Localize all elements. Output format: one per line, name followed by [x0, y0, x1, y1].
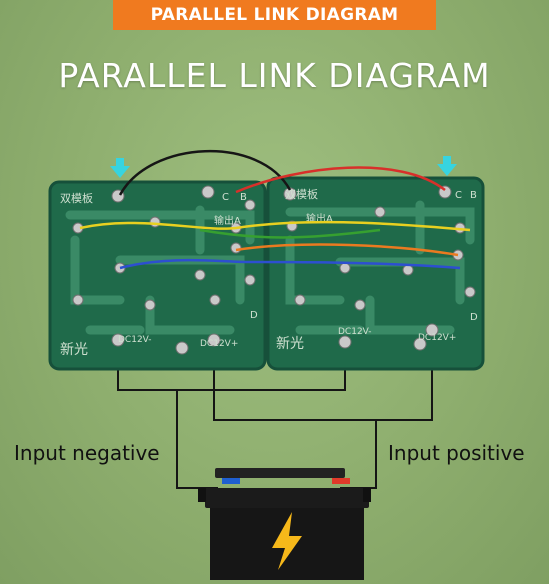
banner-text: PARALLEL LINK DIAGRAM	[150, 5, 399, 25]
wire-orange	[235, 243, 459, 257]
board-right-dc-pos: DC12V+	[418, 333, 456, 343]
jumper-wires	[79, 150, 471, 270]
board-left-top-label: 双模板	[60, 191, 93, 205]
down-arrow-icon	[437, 156, 457, 176]
board-left-brand: 新光	[60, 342, 88, 358]
board-right-top-label: 双模板	[285, 187, 318, 201]
board-right-brand: 新光	[276, 336, 304, 352]
pcb-left: 双模板 输出A B C D 新光 DC12V- DC12V+	[48, 180, 267, 371]
board-left-dc-neg: DC12V-	[118, 335, 152, 345]
wire-yellow	[79, 220, 471, 232]
board-left-output-c: C	[222, 192, 229, 203]
lightning-bolt-icon	[272, 512, 302, 570]
board-right-dc-neg: DC12V-	[338, 327, 372, 337]
wire-black-top	[118, 150, 292, 196]
diagram-title: PARALLEL LINK DIAGRAM	[58, 56, 491, 95]
top-banner: PARALLEL LINK DIAGRAM	[113, 0, 436, 30]
input-negative-label: Input negative	[14, 441, 160, 465]
pcb-right: 双模板 输出A B C D 新光 DC12V- DC12V+	[266, 176, 485, 371]
down-arrow-icon	[110, 158, 130, 178]
wire-blue	[119, 258, 461, 270]
wire-red-top	[235, 166, 446, 194]
board-right-output-b: B	[470, 190, 477, 201]
board-left-output-b: B	[240, 192, 247, 203]
board-right-output-d: D	[470, 312, 478, 323]
wire-left-pos	[213, 352, 376, 421]
wire-left-neg	[117, 352, 218, 489]
wiring	[117, 352, 433, 489]
board-left-output-d: D	[250, 310, 258, 321]
input-positive-label: Input positive	[388, 441, 525, 465]
wire-green	[199, 228, 381, 239]
board-right-output-c: C	[455, 190, 462, 201]
board-left-output-a: 输出A	[214, 214, 241, 227]
board-left-dc-pos: DC12V+	[200, 339, 238, 349]
battery-icon	[198, 468, 371, 580]
